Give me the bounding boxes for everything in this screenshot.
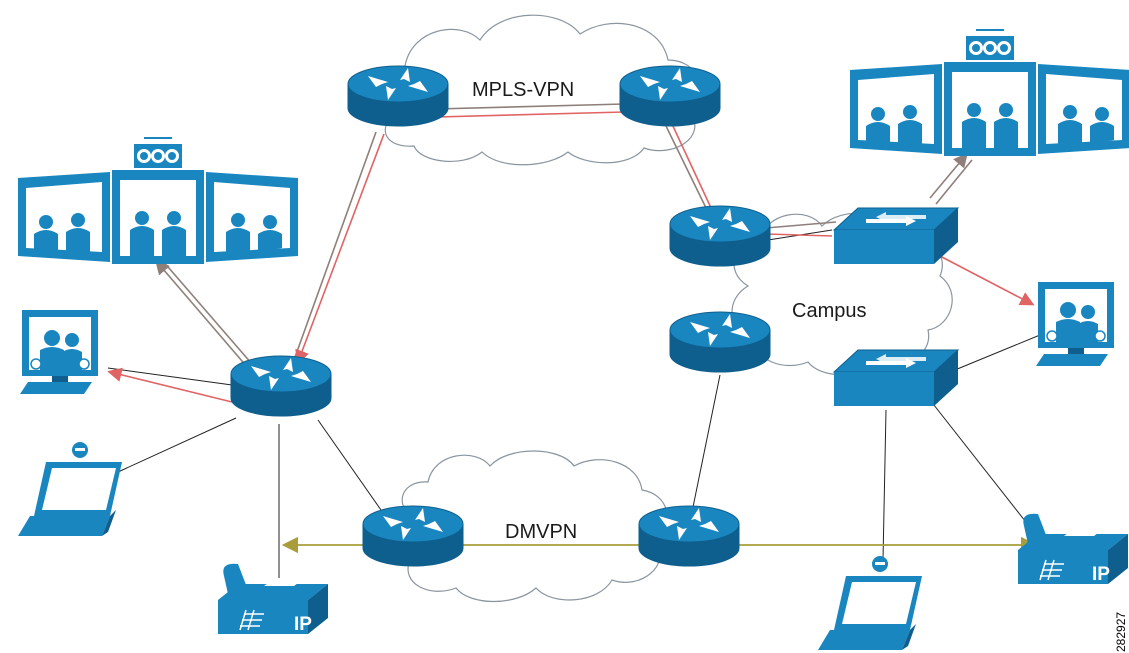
wire-router-left-to-dmvpn-router (317, 419, 389, 521)
path-brown-router-to-telepresence (155, 259, 249, 369)
router-branch-left-icon (230, 355, 332, 417)
laptop-left-icon (18, 442, 122, 536)
telepresence-right-icon (849, 29, 1129, 157)
router-dmvpn-left-icon (362, 505, 464, 567)
path-red-router-mpls-left (295, 133, 385, 365)
router-campus-bottom-icon (669, 311, 771, 373)
wire-router-left-to-laptop (117, 417, 237, 473)
router-campus-top-icon (669, 205, 771, 267)
path-red-router-to-monitor (107, 367, 233, 403)
campus-label: Campus (792, 300, 866, 322)
monitor-right-icon (1035, 281, 1115, 367)
figure-id: 282927 (1114, 612, 1128, 652)
path-brown-router-mpls-left (293, 131, 377, 361)
router-mpls-right-icon (619, 65, 721, 127)
laptop-bottom-icon (818, 556, 922, 650)
wire-switch-to-laptop (882, 409, 887, 561)
wire-router-campus-to-dmvpn-router (691, 374, 721, 513)
wire-router-left-to-monitor (107, 367, 233, 386)
ip-phone-right-icon (1017, 513, 1129, 585)
dmvpn-label: DMVPN (505, 521, 577, 543)
telepresence-left-icon (17, 137, 299, 265)
path-brown-mpls-right-down (665, 125, 709, 213)
switch-bottom-icon (833, 349, 959, 407)
path-red-mpls-right-down (671, 123, 713, 211)
wire-switch-to-monitor (949, 334, 1041, 373)
path-red-switch-to-monitor (939, 255, 1035, 306)
router-mpls-left-icon (347, 65, 449, 127)
mpls-vpn-label: MPLS-VPN (472, 79, 574, 101)
path-brown-to-switch (765, 221, 837, 229)
router-dmvpn-right-icon (638, 505, 740, 567)
switch-top-icon (833, 207, 959, 265)
path-brown-switch-to-telepresence (929, 152, 968, 199)
path-red-to-switch (765, 233, 833, 237)
path-brown-router-to-telepresence-2 (161, 259, 253, 365)
wire-switch-to-phone (929, 399, 1041, 541)
path-brown-switch-to-telepresence-2 (935, 159, 973, 205)
monitor-left-icon (19, 309, 99, 395)
ip-phone-left-label: IP (294, 614, 312, 635)
ip-phone-right-label: IP (1092, 564, 1110, 585)
